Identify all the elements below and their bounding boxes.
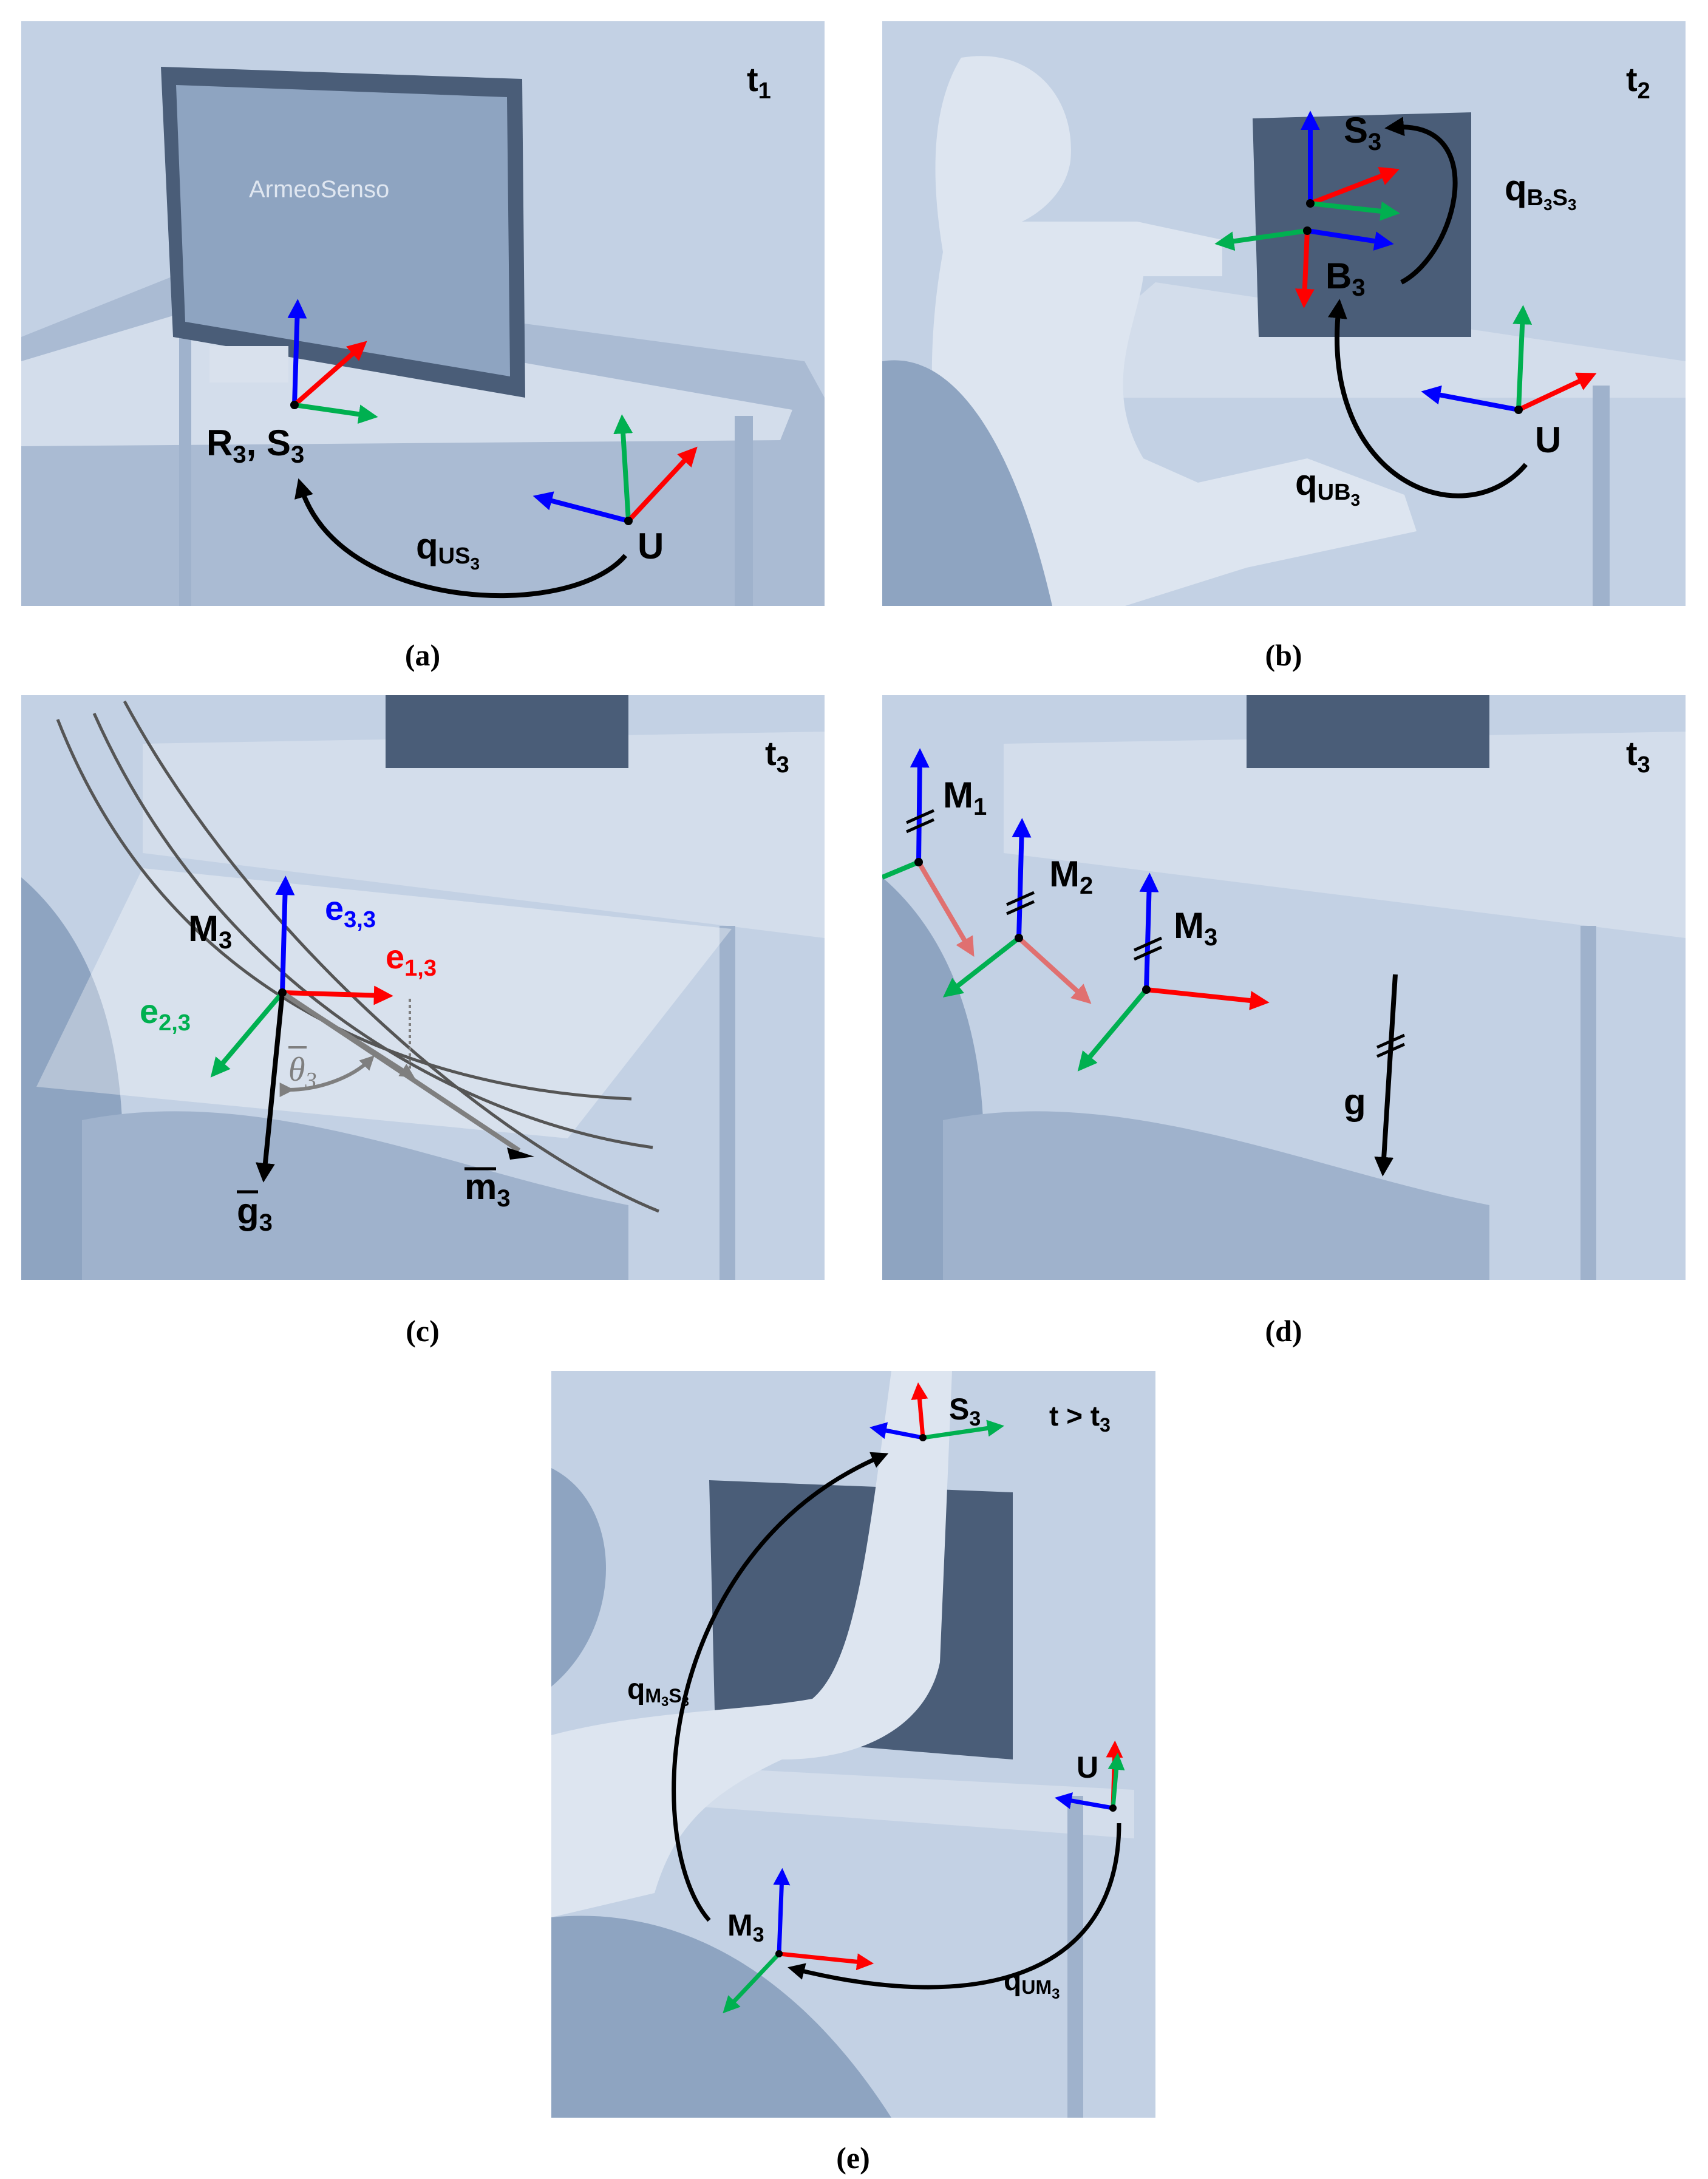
- axis-red-m3: [1146, 987, 1270, 1010]
- frame-b-label: B3: [1325, 256, 1366, 301]
- axis-e13: [282, 985, 393, 1005]
- caption-d: (d): [1265, 1314, 1302, 1348]
- person: [931, 56, 1417, 606]
- quat-arc-ms: [672, 1452, 889, 1922]
- axis-red-u: [1517, 372, 1597, 412]
- m-label: m3: [464, 1166, 511, 1212]
- g-label: g3: [237, 1191, 273, 1236]
- axis-blue-m2: [1012, 818, 1032, 939]
- field-line-2: [92, 712, 653, 1149]
- monitor: [1247, 695, 1489, 768]
- person-body: [551, 1916, 891, 2118]
- axis-e23: [210, 991, 285, 1078]
- g-label: g: [1344, 1081, 1366, 1122]
- axis-blue-m1: [910, 748, 930, 863]
- frame-m-label: M3: [188, 908, 232, 954]
- panel-d: t3 M1 M2 M3 g: [882, 695, 1686, 1280]
- quat-ms-label: qM3S3: [627, 1673, 689, 1709]
- theta-label: θ3: [288, 1051, 317, 1093]
- person-arm: [551, 1371, 952, 1917]
- axis-green-b: [1214, 228, 1308, 251]
- axis-blue-m: [773, 1868, 791, 1954]
- monitor: [386, 695, 628, 768]
- panel-b-scene: t2 S3 B3 U qB3S3 qUB3: [882, 21, 1686, 606]
- axis-red-m2: [1017, 936, 1092, 1004]
- axis-red-s: [1309, 166, 1400, 206]
- axis-green-u: [1512, 305, 1533, 410]
- e23-label: e2,3: [140, 992, 191, 1036]
- axis-green-rs: [294, 403, 378, 424]
- axis-blue-u: [1421, 385, 1519, 412]
- frame-u-label: U: [1077, 1750, 1098, 1784]
- axis-red-m: [778, 1951, 874, 1971]
- quat-arc-ub: [1328, 299, 1528, 498]
- frame-u-label: U: [638, 526, 664, 566]
- panel-c: t3 M3 e3,3 e1,3 e2,3 θ3 g3 m3: [21, 695, 825, 1280]
- axis-green-m1: [882, 860, 920, 880]
- quat-arc-us: [294, 478, 628, 599]
- axis-red-u: [627, 446, 698, 523]
- axis-red-s: [911, 1382, 928, 1438]
- axis-green-m3: [1077, 988, 1149, 1072]
- m1-label: M1: [943, 775, 987, 820]
- axis-green-u: [1107, 1752, 1125, 1809]
- frame-s-label: S3: [949, 1392, 981, 1430]
- gravity-vector: [255, 992, 285, 1183]
- axis-green-s: [922, 1419, 1005, 1440]
- field-line-3: [123, 700, 659, 1213]
- axis-blue-b: [1307, 228, 1394, 251]
- caption-b: (b): [1265, 638, 1302, 672]
- axis-e33: [275, 875, 295, 993]
- axis-blue-u: [1054, 1792, 1114, 1810]
- quat-um-label: qUM3: [1004, 1965, 1060, 2002]
- person-leg: [943, 1111, 1489, 1280]
- axis-blue-rs: [287, 299, 307, 406]
- panel-a-scene: ArmeoSenso t1 R3, S3 U qUS3: [21, 21, 825, 606]
- theta-arc: [279, 1055, 375, 1098]
- time-label: t > t3: [1049, 1400, 1111, 1436]
- panel-e: t > t3 S3 U M3 qM3S3 qUM3: [551, 1371, 1155, 2118]
- panel-a: ArmeoSenso t1 R3, S3 U qUS3: [21, 21, 825, 606]
- quat-bs-label: qB3S3: [1505, 168, 1576, 214]
- person-leg: [82, 1111, 628, 1280]
- frame-s-label: S3: [1344, 110, 1381, 155]
- axis-blue-s: [869, 1422, 924, 1440]
- m2-label: M2: [1049, 854, 1093, 899]
- axis-red-b: [1295, 230, 1315, 308]
- time-label: t3: [1626, 734, 1650, 778]
- axis-green-s: [1310, 201, 1400, 221]
- axis-red-m1: [916, 860, 975, 957]
- time-label: t1: [747, 60, 771, 104]
- axis-green-m2: [942, 936, 1021, 998]
- gravity-vector: [1374, 974, 1398, 1177]
- caption-a: (a): [404, 638, 441, 672]
- e13-label: e1,3: [386, 937, 437, 981]
- axis-green-u: [613, 414, 633, 522]
- quat-arc-bs: [1384, 117, 1458, 285]
- quat-ub-label: qUB3: [1295, 462, 1360, 509]
- caption-c: (c): [406, 1314, 440, 1348]
- frame-m-label: M3: [727, 1908, 764, 1946]
- panel-d-scene: t3 M1 M2 M3 g: [882, 695, 1686, 1280]
- axis-green-m: [723, 1952, 781, 2014]
- panel-e-scene: t > t3 S3 U M3 qM3S3 qUM3: [551, 1371, 1155, 2118]
- panel-b: t2 S3 B3 U qB3S3 qUB3: [882, 21, 1686, 606]
- frame-u-label: U: [1535, 420, 1561, 460]
- quat-us-label: qUS3: [416, 526, 480, 573]
- time-label: t2: [1626, 60, 1650, 104]
- axis-blue-m3: [1139, 872, 1159, 990]
- axis-red-rs: [293, 341, 367, 407]
- m3-label: M3: [1174, 905, 1217, 951]
- axis-blue-u: [532, 491, 630, 523]
- time-label: t3: [765, 734, 789, 778]
- screen-text: ArmeoSenso: [249, 176, 389, 203]
- person-head: [551, 1468, 606, 1687]
- quat-arc-um: [788, 1823, 1121, 1990]
- e33-label: e3,3: [325, 889, 376, 933]
- caption-e: (e): [836, 2141, 870, 2175]
- frame-rs-label: R3, S3: [206, 423, 304, 468]
- panel-c-scene: t3 M3 e3,3 e1,3 e2,3 θ3 g3 m3: [21, 695, 825, 1280]
